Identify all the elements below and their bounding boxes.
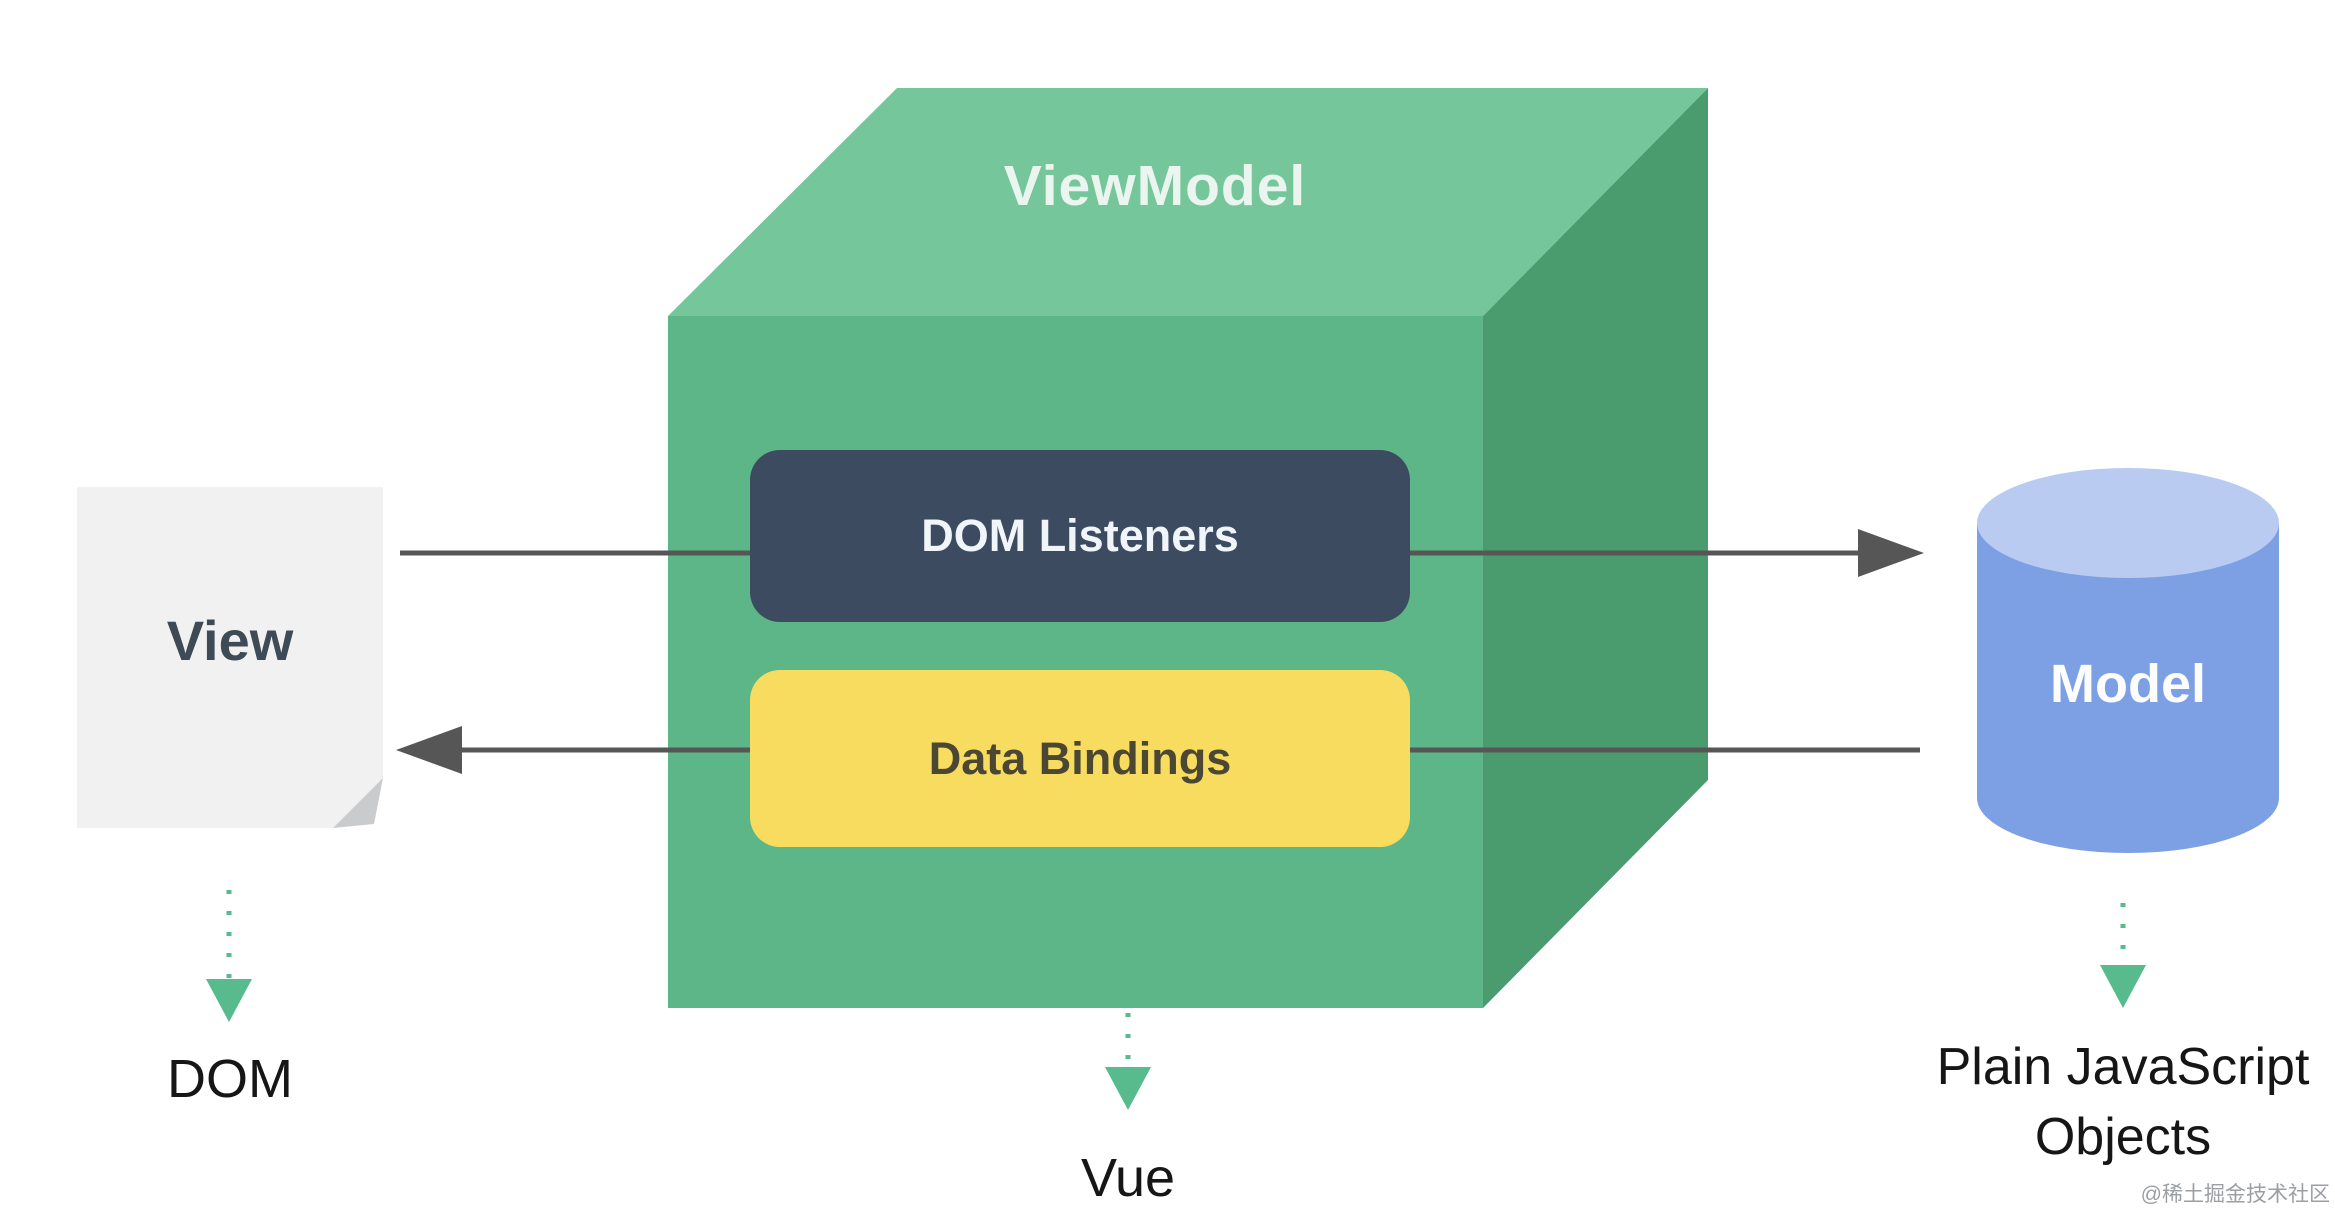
view-paper-fold-icon — [333, 778, 383, 828]
dom-caption: DOM — [167, 1049, 293, 1109]
cube-top-face — [668, 88, 1708, 316]
view-label: View — [166, 609, 294, 672]
arrow-left-head-icon — [396, 726, 462, 774]
viewmodel-vue-dotted-arrow-head-icon — [1105, 1067, 1151, 1110]
cube-right-face — [1483, 88, 1708, 1008]
dom-listeners-label: DOM Listeners — [921, 510, 1239, 561]
view-paper — [77, 487, 383, 828]
plain-javascript-objects-caption: Plain JavaScript Objects — [1936, 1038, 2310, 1166]
viewmodel-label: ViewModel — [1003, 154, 1307, 218]
view-dom-dotted-arrow-head-icon — [206, 979, 252, 1022]
watermark-cutoff-line: @稀土掘金技术社区 — [1990, 1200, 2335, 1209]
data-bindings-box: Data Bindings — [750, 670, 1410, 847]
model-cylinder-top — [1977, 468, 2279, 578]
cube-front-face — [668, 316, 1483, 1008]
vue-caption: Vue — [1080, 1148, 1176, 1208]
arrow-right-head-icon — [1858, 529, 1924, 577]
dom-listeners-box: DOM Listeners — [750, 450, 1410, 622]
model-label: Model — [2050, 654, 2206, 714]
watermark: @稀土掘金技术社区 — [2140, 1183, 2330, 1206]
model-cylinder-body — [1977, 523, 2279, 853]
model-pjo-dotted-arrow-head-icon — [2100, 965, 2146, 1008]
data-bindings-label: Data Bindings — [928, 732, 1232, 784]
